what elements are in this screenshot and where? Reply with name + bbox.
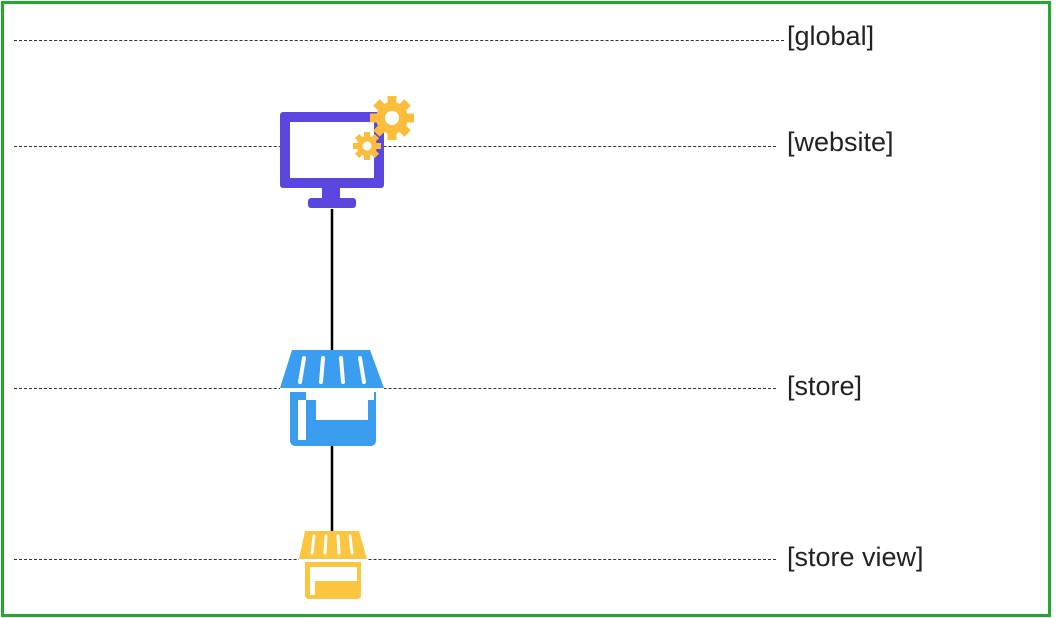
global-label: [global]	[787, 21, 875, 51]
website-label: [website]	[787, 127, 894, 157]
store-label: [store]	[787, 371, 863, 401]
monitor-gears-icon	[280, 96, 414, 208]
global-level-line	[14, 40, 784, 41]
small-shop-icon	[299, 531, 367, 599]
website-level-line	[14, 146, 776, 147]
store-view-level-line	[14, 559, 776, 560]
store-view-label: [store view]	[787, 542, 924, 572]
shop-icon	[280, 350, 384, 446]
store-level-line	[14, 388, 776, 389]
connector-lines	[330, 209, 334, 534]
